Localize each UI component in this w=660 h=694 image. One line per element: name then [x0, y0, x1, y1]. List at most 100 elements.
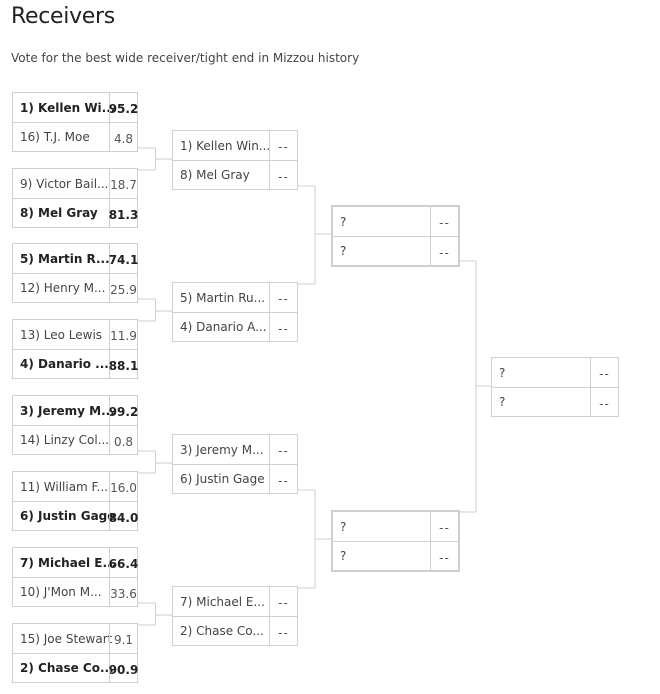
competitor-name: 3) Jeremy M...: [20, 403, 115, 418]
competitor-row[interactable]: ? --: [333, 541, 458, 570]
competitor-row[interactable]: 4) Danario ...88.1: [13, 349, 138, 378]
vote-percentage: --: [430, 237, 458, 265]
vote-percentage: 66.4: [109, 548, 138, 577]
competitor-name: 6) Justin Gage: [180, 472, 265, 486]
vote-percentage: 18.7: [109, 169, 137, 198]
vote-percentage: --: [269, 313, 297, 341]
competitor-row[interactable]: 7) Michael E... --: [173, 587, 297, 616]
competitor-row[interactable]: ? --: [333, 207, 458, 236]
vote-percentage: --: [269, 131, 297, 160]
vote-percentage: 84.0: [109, 502, 138, 530]
round-2-matchup: 3) Jeremy M... -- 6) Justin Gage --: [172, 434, 298, 494]
vote-percentage: --: [430, 542, 458, 570]
competitor-row[interactable]: 5) Martin Ru...--: [173, 283, 297, 312]
competitor-name: 7) Michael E...: [180, 594, 265, 609]
round-1-matchup: 9) Victor Bail...18.7 8) Mel Gray 81.3: [12, 168, 138, 228]
competitor-row[interactable]: 1) Kellen Wi...95.2: [13, 93, 138, 122]
vote-percentage: 95.2: [109, 93, 138, 122]
vote-percentage: --: [269, 435, 297, 464]
competitor-row[interactable]: ? --: [492, 358, 618, 387]
competitor-name: 4) Danario ...: [20, 357, 109, 371]
competitor-row[interactable]: 16) T.J. Moe 4.8: [13, 122, 137, 151]
competitor-name: 11) William F...: [20, 479, 108, 494]
competitor-name: 2) Chase Co...: [180, 624, 264, 638]
vote-percentage: --: [269, 161, 297, 189]
competitor-row[interactable]: 6) Justin Gage --: [173, 464, 297, 493]
competitor-row[interactable]: 11) William F...16.0: [13, 472, 137, 501]
competitor-name: 3) Jeremy M...: [180, 442, 264, 457]
competitor-row[interactable]: 3) Jeremy M... --: [173, 435, 297, 464]
round-2-matchup: 7) Michael E... -- 2) Chase Co... --: [172, 586, 298, 646]
competitor-name: 14) Linzy Col...: [20, 433, 110, 447]
vote-percentage: --: [590, 388, 618, 416]
vote-percentage: --: [590, 358, 618, 387]
vote-percentage: 99.2: [109, 396, 138, 425]
competitor-name: ?: [340, 549, 347, 563]
competitor-name: 7) Michael E...: [20, 555, 117, 570]
competitor-name: 12) Henry M...: [20, 281, 106, 295]
round-3-matchup: ? --? --: [331, 510, 460, 572]
competitor-row[interactable]: 12) Henry M...25.9: [13, 273, 137, 302]
round-1-matchup: 1) Kellen Wi...95.2 16) T.J. Moe 4.8: [12, 92, 138, 152]
page-title: Receivers: [11, 4, 115, 29]
competitor-row[interactable]: 9) Victor Bail...18.7: [13, 169, 137, 198]
round-2-matchup: 1) Kellen Win...--8) Mel Gray--: [172, 130, 298, 190]
vote-percentage: 4.8: [109, 123, 137, 151]
competitor-row[interactable]: 8) Mel Gray 81.3: [13, 198, 138, 227]
competitor-row[interactable]: 10) J'Mon M... 33.6: [13, 577, 137, 606]
vote-percentage: --: [269, 587, 297, 616]
competitor-row[interactable]: 14) Linzy Col...0.8: [13, 425, 137, 454]
competitor-row[interactable]: ? --: [492, 387, 618, 416]
vote-percentage: 16.0: [109, 472, 137, 501]
vote-percentage: --: [269, 465, 297, 493]
competitor-row[interactable]: ? --: [333, 512, 458, 541]
competitor-name: 1) Kellen Win...: [180, 138, 271, 153]
competitor-row[interactable]: 8) Mel Gray --: [173, 160, 297, 189]
round-3-matchup: ?--?--: [331, 205, 460, 267]
competitor-name: ?: [499, 365, 506, 380]
competitor-row[interactable]: 2) Chase Co...90.9: [13, 653, 138, 682]
vote-percentage: 9.1: [109, 624, 137, 653]
vote-percentage: 0.8: [109, 426, 137, 454]
competitor-row[interactable]: 7) Michael E...66.4: [13, 548, 138, 577]
competitor-row[interactable]: 5) Martin R...74.1: [13, 244, 138, 273]
competitor-name: 9) Victor Bail...: [20, 176, 109, 191]
competitor-name: ?: [340, 214, 347, 229]
competitor-row[interactable]: ?--: [333, 236, 458, 265]
vote-percentage: 88.1: [109, 350, 138, 378]
vote-percentage: 74.1: [109, 244, 138, 273]
competitor-name: ?: [340, 519, 347, 534]
competitor-row[interactable]: 3) Jeremy M...99.2: [13, 396, 138, 425]
competitor-name: 16) T.J. Moe: [20, 130, 90, 144]
competitor-name: 1) Kellen Wi...: [20, 100, 116, 115]
competitor-name: 8) Mel Gray: [20, 206, 98, 220]
competitor-name: 15) Joe Stewart: [20, 631, 113, 646]
competitor-row[interactable]: 4) Danario A...--: [173, 312, 297, 341]
competitor-name: 10) J'Mon M...: [20, 585, 102, 599]
round-2-matchup: 5) Martin Ru...--4) Danario A...--: [172, 282, 298, 342]
competitor-name: 8) Mel Gray: [180, 168, 250, 182]
vote-percentage: 11.9: [109, 320, 137, 349]
vote-percentage: --: [269, 617, 297, 645]
vote-percentage: 81.3: [109, 199, 138, 227]
competitor-name: ?: [499, 395, 506, 409]
vote-percentage: 25.9: [109, 274, 137, 302]
vote-percentage: --: [430, 207, 458, 236]
vote-percentage: 33.6: [109, 578, 137, 606]
vote-percentage: --: [269, 283, 297, 312]
competitor-row[interactable]: 2) Chase Co... --: [173, 616, 297, 645]
competitor-row[interactable]: 1) Kellen Win...--: [173, 131, 297, 160]
competitor-name: 2) Chase Co...: [20, 661, 114, 675]
round-1-matchup: 7) Michael E...66.4 10) J'Mon M... 33.6: [12, 547, 138, 607]
competitor-name: 4) Danario A...: [180, 320, 267, 334]
vote-percentage: 90.9: [109, 654, 138, 682]
competitor-name: 5) Martin R...: [20, 251, 110, 266]
vote-percentage: --: [430, 512, 458, 541]
